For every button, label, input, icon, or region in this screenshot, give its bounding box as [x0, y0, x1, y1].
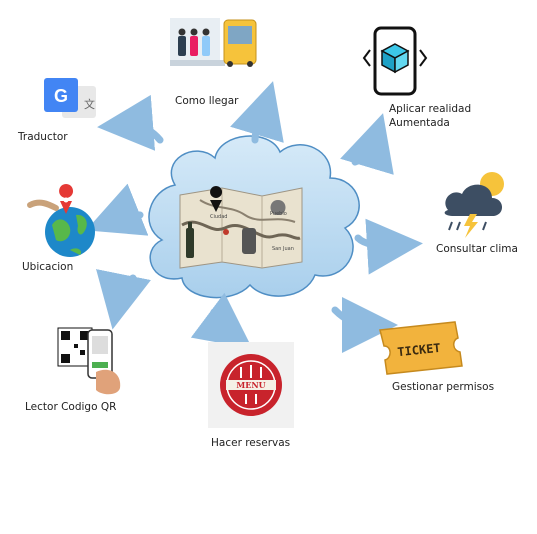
bus-stop-icon: [170, 18, 257, 67]
menu-text: MENU: [236, 380, 265, 390]
svg-text:文: 文: [84, 97, 95, 111]
storm-cloud-icon: [444, 172, 504, 238]
map-city-1: Ciudad: [210, 214, 227, 220]
svg-text:G: G: [54, 86, 68, 106]
node-label-lector-qr: Lector Codigo QR: [25, 401, 117, 413]
node-label-ubicacion: Ubicacion: [22, 261, 74, 273]
node-label-realidad-1: Aplicar realidad: [389, 103, 472, 115]
connector-arrows: [86, 81, 423, 353]
map-illustration: [179, 186, 303, 269]
arrow-como-llegar: [230, 81, 284, 144]
ticket-text: TICKET: [397, 341, 442, 359]
ticket-icon: [379, 321, 463, 375]
node-label-clima: Consultar clima: [436, 243, 518, 255]
arrow-qr: [96, 269, 151, 330]
map-city-2: Pueblo: [270, 211, 287, 217]
arrow-realidad: [340, 113, 394, 175]
arrow-traductor: [97, 94, 164, 151]
node-label-como-llegar: Como llegar: [175, 95, 239, 107]
node-label-realidad-2: Aumentada: [389, 117, 450, 129]
node-label-permisos: Gestionar permisos: [392, 381, 495, 393]
arrow-clima: [354, 218, 423, 275]
augmented-reality-phone-icon: [362, 26, 428, 96]
globe-location-icon: [27, 184, 95, 257]
node-label-traductor: Traductor: [18, 131, 68, 143]
qr-scanner-icon: [57, 327, 121, 395]
node-label-reservas: Hacer reservas: [211, 437, 291, 449]
arrow-reservas: [190, 292, 253, 349]
map-city-3: San Juan: [272, 246, 294, 252]
google-translate-icon: G 文: [44, 78, 96, 118]
arrow-permisos: [331, 296, 398, 353]
arrow-ubicacion: [86, 183, 149, 236]
restaurant-menu-icon: [208, 342, 294, 428]
